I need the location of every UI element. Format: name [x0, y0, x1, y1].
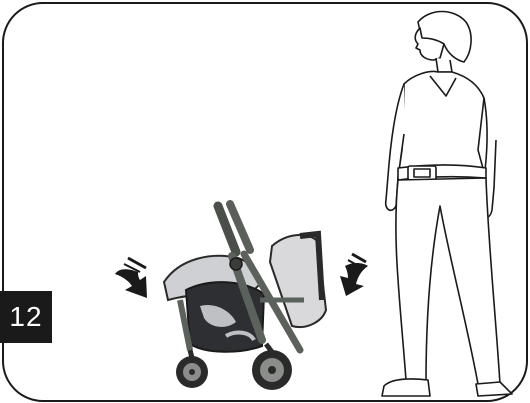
step-number-badge: 12	[0, 291, 52, 343]
front-wheel	[176, 356, 208, 388]
rear-wheel	[252, 350, 292, 390]
